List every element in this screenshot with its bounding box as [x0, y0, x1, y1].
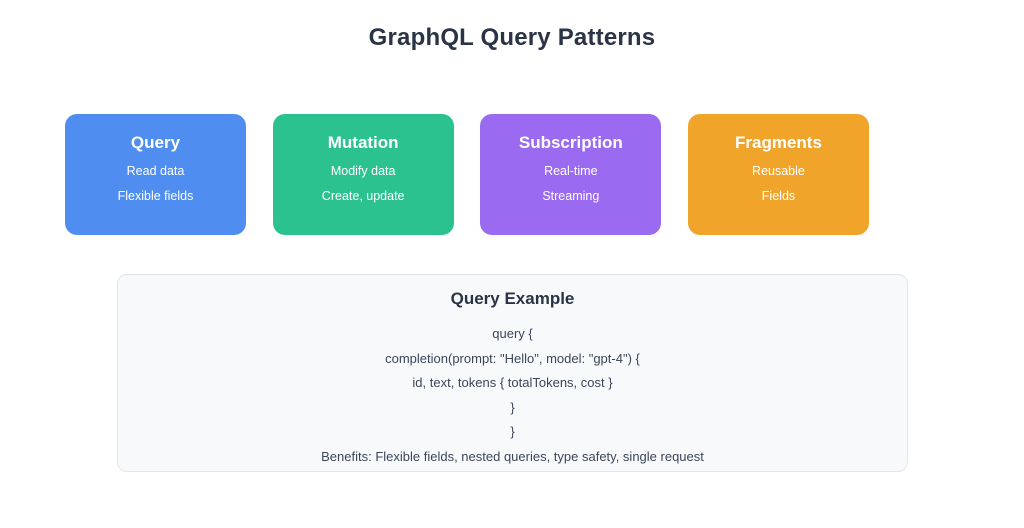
pattern-card-line-2: Flexible fields: [117, 189, 194, 203]
pattern-card-mutation[interactable]: Mutation Modify data Create, update: [272, 114, 454, 235]
query-example-code: query { completion(prompt: "Hello", mode…: [118, 322, 907, 469]
query-example-panel: Query Example query { completion(prompt:…: [117, 274, 908, 472]
query-example-line-1: query {: [492, 326, 533, 341]
pattern-card-line-2: Create, update: [321, 189, 405, 203]
pattern-card-title: Mutation: [327, 133, 399, 152]
query-example-line-5: }: [510, 424, 515, 439]
pattern-cards-row: Query Read data Flexible fields Mutation…: [65, 114, 869, 235]
pattern-card-line-2: Fields: [761, 189, 796, 203]
pattern-card-line-1: Read data: [126, 164, 185, 178]
query-example-line-2: completion(prompt: "Hello", model: "gpt-…: [385, 350, 640, 366]
query-example-benefits: Benefits: Flexible fields, nested querie…: [321, 448, 704, 464]
pattern-card-title: Query: [130, 133, 181, 152]
pattern-card-line-1: Real-time: [544, 164, 598, 178]
pattern-card-fragments[interactable]: Fragments Reusable Fields: [687, 114, 869, 235]
pattern-card-title: Fragments: [735, 133, 822, 152]
page-title: GraphQL Query Patterns: [368, 24, 656, 51]
pattern-card-line-1: Reusable: [752, 164, 805, 178]
pattern-card-line-1: Modify data: [330, 164, 396, 178]
pattern-card-subscription[interactable]: Subscription Real-time Streaming: [480, 114, 662, 235]
pattern-card-line-2: Streaming: [542, 189, 600, 203]
pattern-card-query[interactable]: Query Read data Flexible fields: [65, 114, 246, 235]
query-example-line-3: id, text, tokens { totalTokens, cost }: [412, 375, 613, 390]
query-example-title: Query Example: [450, 289, 575, 308]
query-example-line-4: }: [510, 399, 515, 415]
pattern-card-title: Subscription: [518, 133, 623, 152]
